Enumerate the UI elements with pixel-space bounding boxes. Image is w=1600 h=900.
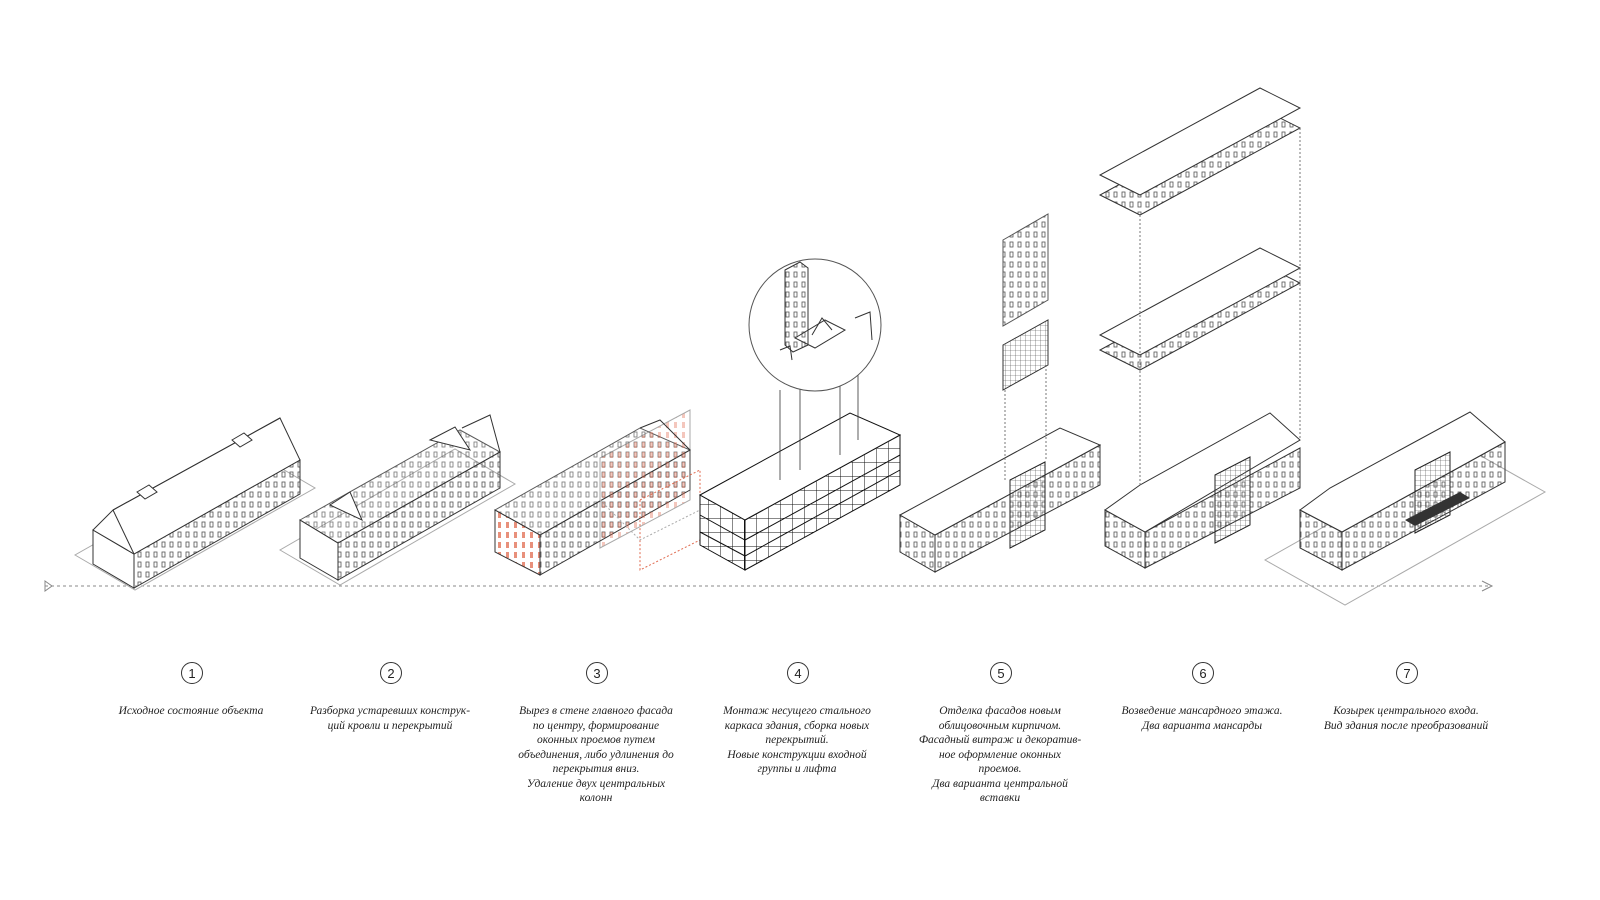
building-stage-3: [493, 409, 701, 576]
step-1-caption: Исходное состояние объекта: [118, 705, 264, 717]
step-4-caption: Монтаж несущего стального каркаса здания…: [723, 705, 871, 775]
step-6-caption: Возведение мансардного этажа. Два вариан…: [1121, 705, 1283, 732]
building-stage-6: [1098, 87, 1302, 569]
building-stage-1: [73, 417, 317, 591]
step-5-number: 5: [990, 662, 1012, 684]
arrow-right-icon: [1481, 580, 1494, 592]
step-1-number: 1: [181, 662, 203, 684]
step-7-caption: Козырек центрального входа. Вид здания п…: [1323, 705, 1489, 732]
building-stage-5: [898, 213, 1102, 573]
building-stage-7: [1263, 411, 1547, 606]
building-stage-4: [698, 258, 902, 571]
step-2-number: 2: [380, 662, 402, 684]
step-4-number: 4: [787, 662, 809, 684]
step-7-number: 7: [1396, 662, 1418, 684]
step-3-caption: Вырез в стене главного фасада по центру,…: [518, 705, 674, 804]
step-2-caption: Разборка устаревших конструк- ций кровли…: [309, 705, 471, 732]
building-stage-2: [279, 414, 516, 586]
timeline: [44, 580, 1494, 592]
detail-circle: [748, 258, 882, 392]
step-5-caption: Отделка фасадов новым облицовочным кирпи…: [918, 705, 1082, 804]
step-6-number: 6: [1192, 662, 1214, 684]
step-3-number: 3: [586, 662, 608, 684]
